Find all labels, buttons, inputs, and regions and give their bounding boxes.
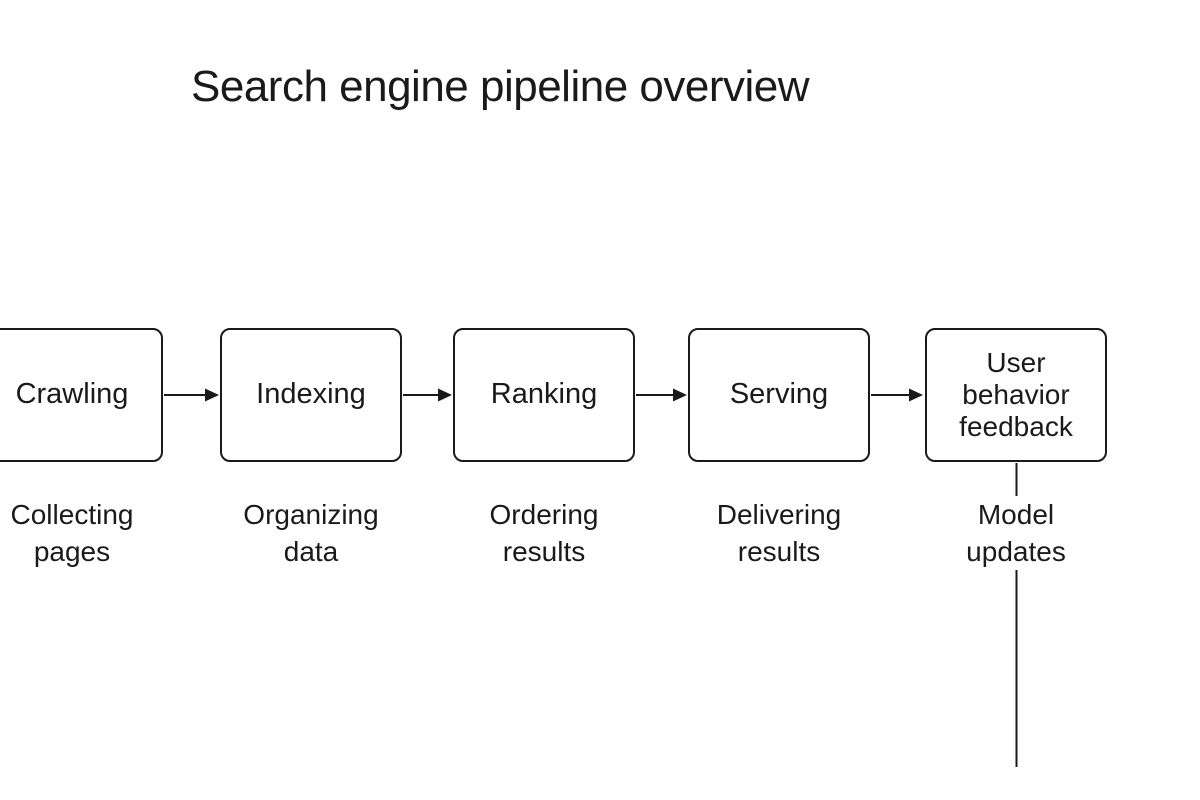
caption-collecting-pages: Collecting pages — [0, 496, 182, 570]
arrow-serving-to-feedback — [871, 388, 923, 402]
caption-ordering-results: Ordering results — [434, 496, 654, 570]
caption-model-updates: Model updates — [906, 496, 1126, 570]
caption-organizing-data: Organizing data — [201, 496, 421, 570]
arrow-crawling-to-indexing — [164, 388, 219, 402]
node-label: User behavior feedback — [959, 346, 1073, 443]
node-crawling: Crawling — [0, 328, 163, 462]
node-label: Serving — [729, 378, 829, 411]
node-indexing: Indexing — [220, 328, 402, 462]
node-label: Crawling — [15, 378, 129, 411]
node-label: Ranking — [490, 378, 598, 411]
node-label: Indexing — [256, 378, 366, 411]
node-ranking: Ranking — [453, 328, 635, 462]
node-user-behavior-feedback: User behavior feedback — [925, 328, 1107, 462]
node-serving: Serving — [688, 328, 870, 462]
arrow-ranking-to-serving — [636, 388, 687, 402]
diagram-title: Search engine pipeline overview — [191, 62, 810, 111]
caption-delivering-results: Delivering results — [669, 496, 889, 570]
arrow-indexing-to-ranking — [403, 388, 452, 402]
